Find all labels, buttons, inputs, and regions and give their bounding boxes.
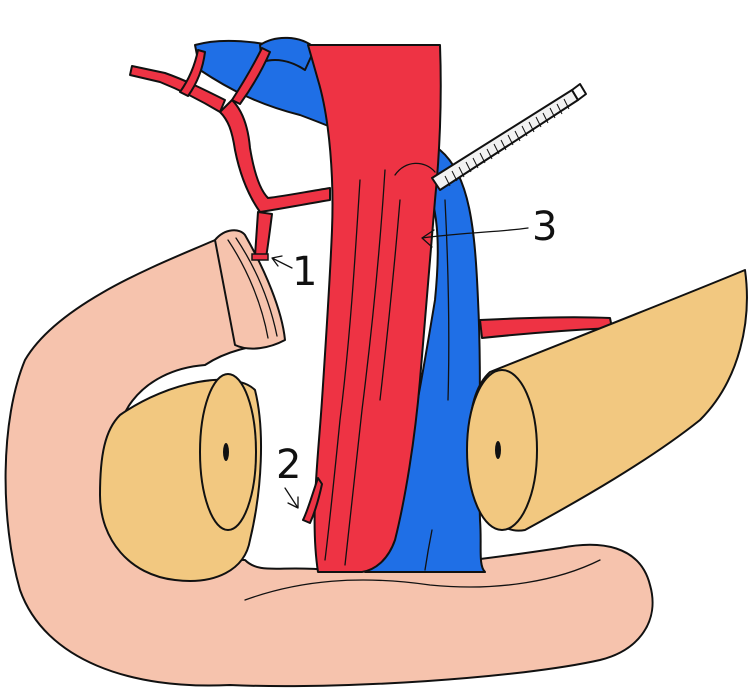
label-1: 1	[292, 249, 317, 295]
ligated-branch-1	[255, 212, 272, 258]
label-3: 3	[532, 204, 557, 250]
label-2-arrow	[285, 488, 298, 508]
surgical-clamp-icon	[432, 84, 586, 190]
pancreatic-duct-left	[223, 443, 229, 461]
pancreatic-duct-right	[495, 441, 501, 459]
label-2-group: 2	[276, 442, 301, 508]
label-1-arrow	[272, 256, 292, 268]
label-2: 2	[276, 442, 301, 488]
pancreas-right-cut-surface	[467, 370, 537, 530]
ligature-1	[252, 254, 268, 260]
label-1-group: 1	[272, 249, 317, 295]
